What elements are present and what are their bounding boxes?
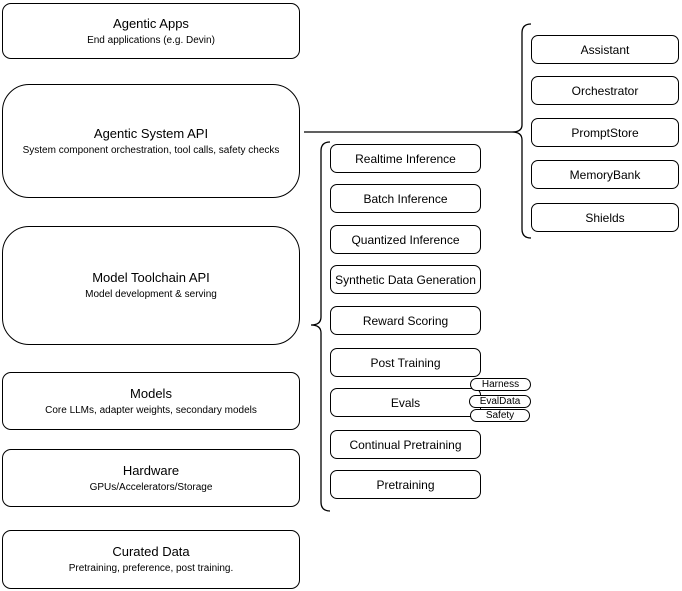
node-memorybank: MemoryBank — [531, 160, 679, 189]
node-promptstore: PromptStore — [531, 118, 679, 147]
node-quantized-inference: Quantized Inference — [330, 225, 481, 254]
node-subtitle: Core LLMs, adapter weights, secondary mo… — [45, 404, 257, 416]
node-reward-scoring: Reward Scoring — [330, 306, 481, 335]
node-subtitle: Pretraining, preference, post training. — [68, 563, 234, 574]
node-models: Models Core LLMs, adapter weights, secon… — [2, 372, 300, 430]
tag-evaldata: EvalData — [469, 395, 531, 408]
brace-agentic-system — [511, 23, 532, 239]
node-title: Agentic Apps — [113, 15, 189, 31]
node-batch-inference: Batch Inference — [330, 184, 481, 213]
node-title: Agentic System API — [93, 125, 209, 141]
node-model-toolchain-api: Model Toolchain API Model development & … — [2, 226, 300, 345]
node-pretraining: Pretraining — [330, 470, 481, 499]
node-continual-pretraining: Continual Pretraining — [330, 430, 481, 459]
node-orchestrator: Orchestrator — [531, 76, 679, 105]
node-title: Curated Data — [112, 544, 190, 559]
node-evals: Evals — [330, 388, 481, 417]
node-agentic-system-api: Agentic System API System component orch… — [2, 84, 300, 198]
node-title: Model Toolchain API — [92, 270, 210, 285]
node-title: Hardware — [122, 462, 180, 478]
node-hardware: Hardware GPUs/Accelerators/Storage — [2, 449, 300, 507]
node-subtitle: Model development & serving — [85, 289, 217, 300]
brace-model-toolchain — [310, 141, 331, 512]
node-agentic-apps: Agentic Apps End applications (e.g. Devi… — [2, 3, 300, 59]
node-assistant: Assistant — [531, 35, 679, 64]
node-subtitle: System component orchestration, tool cal… — [22, 144, 280, 156]
node-subtitle: GPUs/Accelerators/Storage — [89, 481, 213, 493]
node-synthetic-data-generation: Synthetic Data Generation — [330, 265, 481, 294]
node-curated-data: Curated Data Pretraining, preference, po… — [2, 530, 300, 589]
node-shields: Shields — [531, 203, 679, 232]
node-realtime-inference: Realtime Inference — [330, 144, 481, 173]
tag-harness: Harness — [470, 378, 531, 391]
tag-safety: Safety — [470, 409, 530, 422]
node-post-training: Post Training — [330, 348, 481, 377]
node-title: Models — [130, 385, 172, 401]
node-subtitle: End applications (e.g. Devin) — [87, 34, 215, 46]
